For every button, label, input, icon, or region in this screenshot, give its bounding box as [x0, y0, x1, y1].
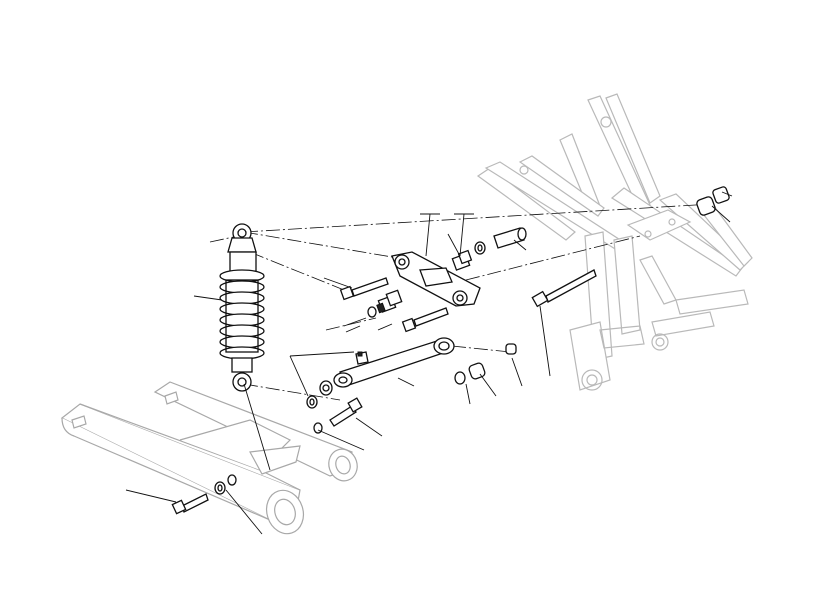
- bolt-middle: [401, 307, 449, 333]
- spacers-top-right: [696, 186, 730, 216]
- nuts-right: [454, 343, 517, 385]
- shock-absorber: [219, 223, 265, 392]
- alignment-lines: [209, 203, 713, 401]
- bolt-rocker-top: [339, 277, 389, 301]
- bolt-lower: [313, 397, 363, 434]
- bushings-middle: [367, 289, 403, 318]
- leader-lines: [125, 191, 733, 535]
- bushings-rocker: [451, 227, 527, 271]
- rocker-link: [391, 251, 481, 307]
- washers-left: [306, 380, 333, 409]
- bolt-swingarm: [171, 474, 237, 515]
- hardware: [171, 186, 730, 515]
- shock-spring: [219, 269, 265, 360]
- frame: [476, 93, 753, 391]
- nut-tierod: [355, 351, 369, 365]
- swingarm: [60, 381, 358, 535]
- tie-rod: [333, 337, 455, 388]
- long-bolt: [531, 269, 597, 308]
